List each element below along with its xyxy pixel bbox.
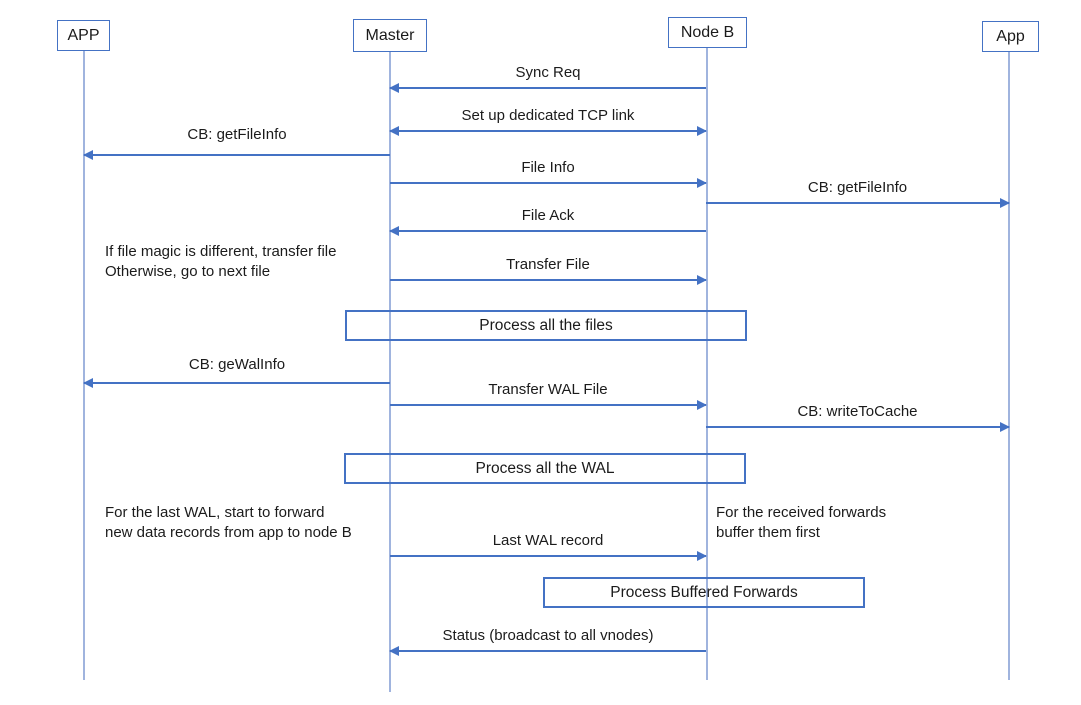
arrow-line <box>390 87 706 89</box>
arrow-line <box>706 202 1009 204</box>
arrowhead-right-icon <box>697 178 707 188</box>
actor-app-left-label: APP <box>67 26 100 44</box>
message-transfer-wal-file-label: Transfer WAL File <box>488 381 608 398</box>
arrow-line <box>390 182 706 184</box>
actor-app-right-label: App <box>996 27 1025 45</box>
arrow-line <box>390 279 706 281</box>
actor-node-b-label: Node B <box>680 23 735 41</box>
message-status-broadcast-label: Status (broadcast to all vnodes) <box>442 627 654 644</box>
arrowhead-right-icon <box>697 126 707 136</box>
arrowhead-left-icon <box>83 378 93 388</box>
arrowhead-right-icon <box>697 551 707 561</box>
message-file-ack-label: File Ack <box>521 207 575 224</box>
process-box-files-label: Process all the files <box>479 316 613 334</box>
arrowhead-left-icon <box>389 83 399 93</box>
actor-app-left: APP <box>57 20 110 51</box>
arrowhead-right-icon <box>1000 198 1010 208</box>
message-cb-getfileinfo-right-label: CB: getFileInfo <box>807 179 908 196</box>
actor-app-right: App <box>982 21 1039 52</box>
arrowhead-left-icon <box>83 150 93 160</box>
message-transfer-file-label: Transfer File <box>506 256 590 273</box>
arrowhead-right-icon <box>697 400 707 410</box>
arrow-line <box>84 154 390 156</box>
message-cb-gewalinfo-label: CB: geWalInfo <box>188 356 286 373</box>
arrow-line <box>390 230 706 232</box>
lifeline-app-right <box>1008 52 1010 680</box>
process-box-wal: Process all the WAL <box>344 453 746 484</box>
arrow-line <box>390 130 706 132</box>
arrow-line <box>390 404 706 406</box>
arrowhead-left-icon <box>389 126 399 136</box>
lifeline-app-left <box>83 51 85 680</box>
arrowhead-right-icon <box>1000 422 1010 432</box>
process-box-buffered-forwards: Process Buffered Forwards <box>543 577 865 608</box>
message-file-info-label: File Info <box>521 159 575 176</box>
message-last-wal-record-label: Last WAL record <box>492 532 604 549</box>
arrow-line <box>706 426 1009 428</box>
arrowhead-right-icon <box>697 275 707 285</box>
process-box-files: Process all the files <box>345 310 747 341</box>
arrow-line <box>84 382 390 384</box>
actor-master-label: Master <box>365 26 415 44</box>
actor-node-b: Node B <box>668 17 747 48</box>
message-cb-writetocache-label: CB: writeToCache <box>797 403 918 420</box>
note-received-forwards: For the received forwards buffer them fi… <box>716 504 887 541</box>
note-file-magic: If file magic is different, transfer fil… <box>105 243 337 280</box>
lifeline-node-b <box>706 48 708 680</box>
note-last-wal-forward: For the last WAL, start to forward new d… <box>105 504 352 541</box>
arrow-line <box>390 555 706 557</box>
process-box-buffered-forwards-label: Process Buffered Forwards <box>610 583 798 601</box>
message-sync-req-label: Sync Req <box>515 64 581 81</box>
arrowhead-left-icon <box>389 226 399 236</box>
arrowhead-left-icon <box>389 646 399 656</box>
arrow-line <box>390 650 706 652</box>
actor-master: Master <box>353 19 427 52</box>
message-cb-getfileinfo-left-label: CB: getFileInfo <box>187 126 287 143</box>
process-box-wal-label: Process all the WAL <box>475 459 615 477</box>
lifeline-master <box>389 52 391 692</box>
message-setup-tcp-link-label: Set up dedicated TCP link <box>461 107 635 124</box>
